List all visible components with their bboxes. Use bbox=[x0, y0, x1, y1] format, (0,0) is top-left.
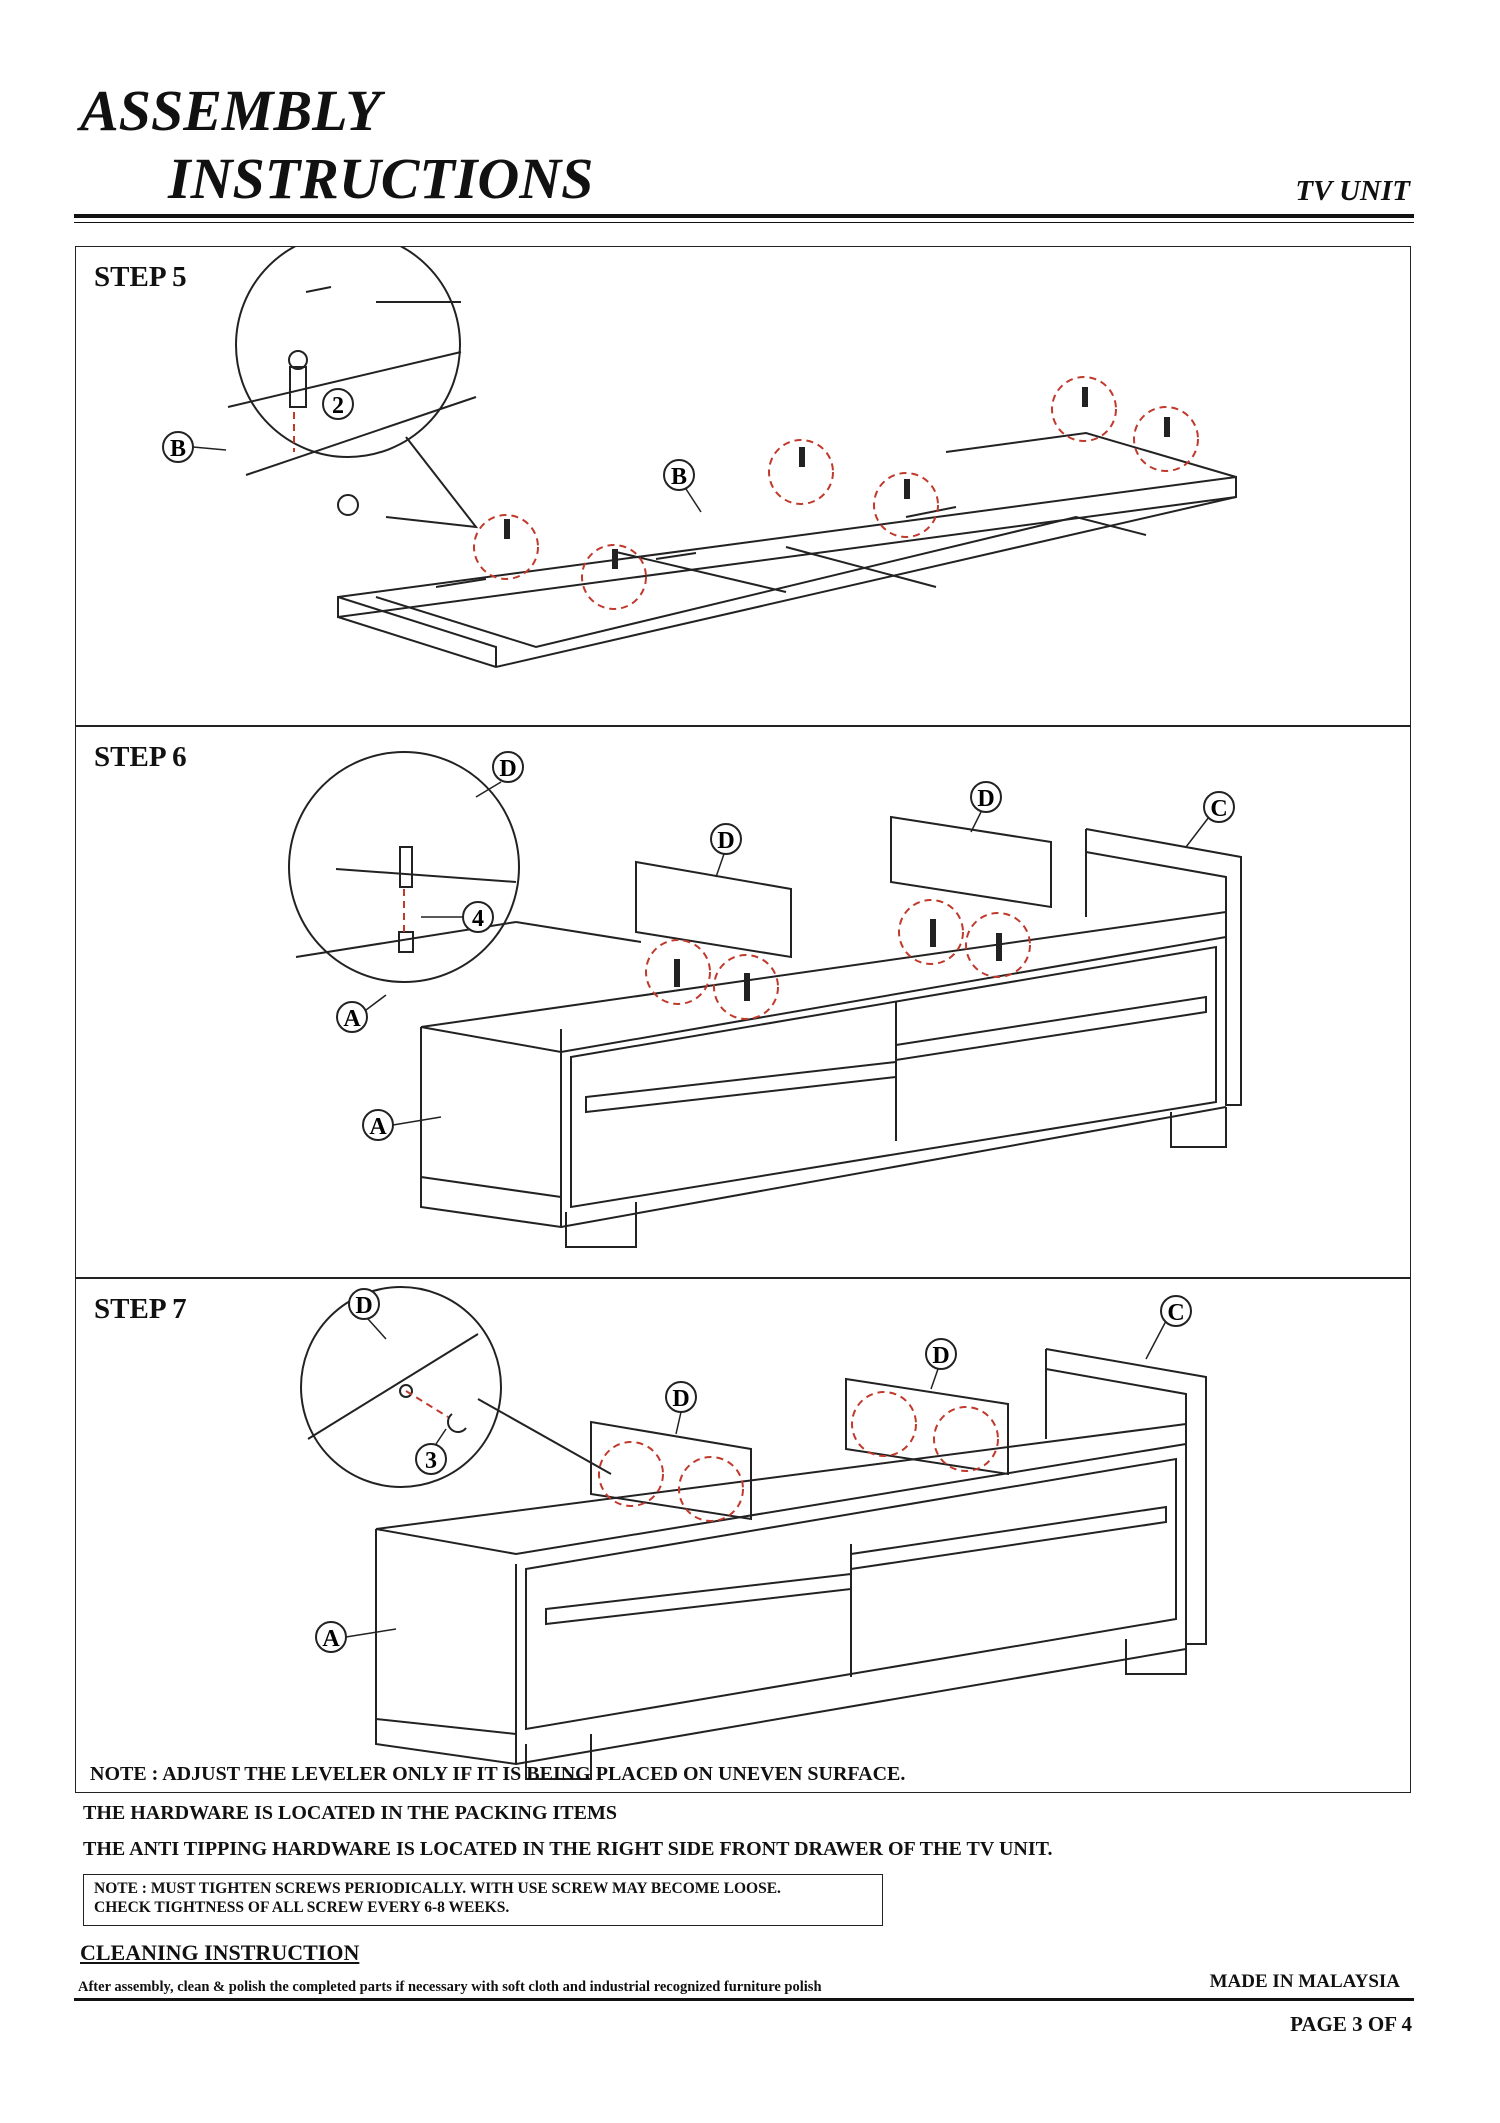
step7-panel: STEP 7 bbox=[75, 1278, 1411, 1793]
svg-text:2: 2 bbox=[332, 393, 344, 419]
svg-text:A: A bbox=[322, 1626, 340, 1652]
screw-note-line2: CHECK TIGHTNESS OF ALL SCREW EVERY 6-8 W… bbox=[94, 1898, 510, 1916]
svg-text:D: D bbox=[932, 1343, 949, 1369]
svg-text:D: D bbox=[499, 756, 516, 782]
svg-text:A: A bbox=[343, 1006, 361, 1032]
step5-callouts: B B 2 bbox=[162, 388, 702, 513]
step5-dowels bbox=[504, 387, 1170, 569]
step7-highlights bbox=[405, 1390, 999, 1522]
cleaning-title: CLEANING INSTRUCTION bbox=[80, 1940, 360, 1965]
screw-note-line1: NOTE : MUST TIGHTEN SCREWS PERIODICALLY.… bbox=[94, 1880, 781, 1897]
step5-diagram: B B 2 bbox=[162, 247, 1237, 669]
leveler-note: NOTE : ADJUST THE LEVELER ONLY IF IT IS … bbox=[90, 1763, 906, 1785]
step6-label: STEP 6 bbox=[94, 741, 187, 773]
header-rule bbox=[74, 214, 1414, 218]
footer-rule bbox=[74, 1998, 1414, 2001]
step5-panel: STEP 5 bbox=[75, 246, 1411, 726]
svg-text:D: D bbox=[672, 1386, 689, 1412]
step7-label: STEP 7 bbox=[94, 1293, 187, 1325]
step5-highlights bbox=[293, 376, 1199, 610]
svg-text:B: B bbox=[170, 436, 186, 462]
made-in: MADE IN MALAYSIA bbox=[1209, 1971, 1400, 1992]
anti-tipping-note: THE ANTI TIPPING HARDWARE IS LOCATED IN … bbox=[83, 1838, 1053, 1860]
svg-text:D: D bbox=[717, 828, 734, 854]
step6-panel: STEP 6 bbox=[75, 726, 1411, 1278]
svg-text:D: D bbox=[977, 786, 994, 812]
step5-label: STEP 5 bbox=[94, 261, 187, 293]
title-line1: ASSEMBLY bbox=[80, 78, 381, 143]
header-rule-thin bbox=[74, 222, 1414, 223]
step7-diagram: D D D C 3 A bbox=[300, 1286, 1207, 1780]
page-number: PAGE 3 OF 4 bbox=[1290, 2012, 1412, 2036]
zoom-circle bbox=[288, 751, 520, 983]
hole-circle bbox=[337, 494, 359, 516]
screw-note-box: NOTE : MUST TIGHTEN SCREWS PERIODICALLY.… bbox=[83, 1874, 883, 1926]
svg-text:C: C bbox=[1210, 796, 1227, 822]
step6-callouts: D D D C 4 A A bbox=[336, 751, 1235, 1141]
step6-highlights bbox=[403, 889, 1031, 1020]
step7-callouts: D D D C 3 A bbox=[315, 1288, 1192, 1653]
svg-text:C: C bbox=[1167, 1300, 1184, 1326]
svg-text:4: 4 bbox=[472, 906, 484, 932]
svg-text:B: B bbox=[671, 464, 687, 490]
title-line2: INSTRUCTIONS bbox=[168, 146, 594, 211]
product-name: TV UNIT bbox=[1295, 175, 1410, 207]
svg-text:3: 3 bbox=[425, 1448, 437, 1474]
zoom-circle bbox=[300, 1286, 502, 1488]
cleaning-text: After assembly, clean & polish the compl… bbox=[78, 1979, 822, 1995]
hardware-note: THE HARDWARE IS LOCATED IN THE PACKING I… bbox=[83, 1802, 617, 1824]
step6-diagram: D D D C 4 A A bbox=[288, 751, 1242, 1248]
svg-text:A: A bbox=[369, 1114, 387, 1140]
step6-dowels bbox=[674, 919, 1002, 1001]
svg-text:D: D bbox=[355, 1293, 372, 1319]
zoom-circle bbox=[235, 247, 461, 458]
